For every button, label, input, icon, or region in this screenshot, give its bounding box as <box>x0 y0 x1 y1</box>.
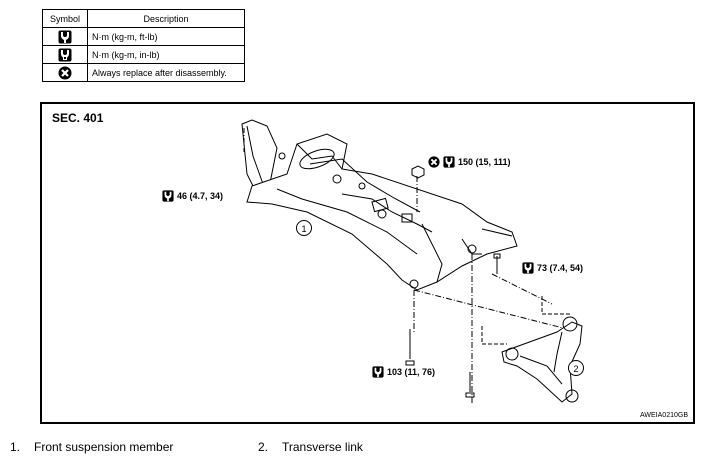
torque-wrench-ftlb-icon <box>58 30 72 43</box>
legend-header-description: Description <box>87 9 245 28</box>
torque-callout-150-text: 150 (15, 111) <box>458 157 511 167</box>
torque-callout-103-text: 103 (11, 76) <box>387 367 436 377</box>
always-replace-icon <box>428 156 440 168</box>
torque-callout-73-text: 73 (7.4, 54) <box>537 263 584 273</box>
caption-number: 2. <box>258 440 269 454</box>
torque-callout-46: 46 (4.7, 34) <box>162 190 223 202</box>
torque-wrench-inlb-icon <box>58 48 72 61</box>
torque-callout-103: 103 (11, 76) <box>372 366 435 378</box>
figure-code: AWEIA0210GB <box>640 412 688 419</box>
legend-row: Always replace after disassembly. <box>42 63 245 82</box>
legend-row-text: Always replace after disassembly. <box>87 63 245 82</box>
legend-row: N·m (kg-m, ft-lb) <box>42 27 245 46</box>
torque-callout-150: 150 (15, 111) <box>428 156 511 168</box>
torque-wrench-ftlb-icon <box>162 190 174 202</box>
symbol-legend-table: Symbol Description N·m (kg-m, ft-lb) N·m… <box>42 9 245 82</box>
torque-callout-73: 73 (7.4, 54) <box>522 262 583 274</box>
torque-wrench-ftlb-icon <box>443 156 455 168</box>
legend-header-row: Symbol Description <box>42 9 245 28</box>
part-number-2: 2 <box>568 360 584 376</box>
torque-wrench-ftlb-icon <box>372 366 384 378</box>
caption-number: 1. <box>10 440 21 454</box>
suspension-member-drawing <box>241 119 583 404</box>
legend-row-text: N·m (kg-m, ft-lb) <box>87 27 245 46</box>
always-replace-icon <box>58 66 72 79</box>
exploded-view-figure: SEC. 401 46 (4.7, 34) 150 (15, 111) 73 (… <box>40 102 695 424</box>
caption-label: Front suspension member <box>34 440 174 454</box>
legend-header-symbol: Symbol <box>42 9 88 28</box>
caption-label: Transverse link <box>282 440 363 454</box>
part-number-1: 1 <box>296 220 312 236</box>
section-label: SEC. 401 <box>52 111 104 125</box>
legend-row: N·m (kg-m, in-lb) <box>42 45 245 64</box>
torque-wrench-ftlb-icon <box>522 262 534 274</box>
legend-row-text: N·m (kg-m, in-lb) <box>87 45 245 64</box>
torque-callout-46-text: 46 (4.7, 34) <box>177 191 224 201</box>
